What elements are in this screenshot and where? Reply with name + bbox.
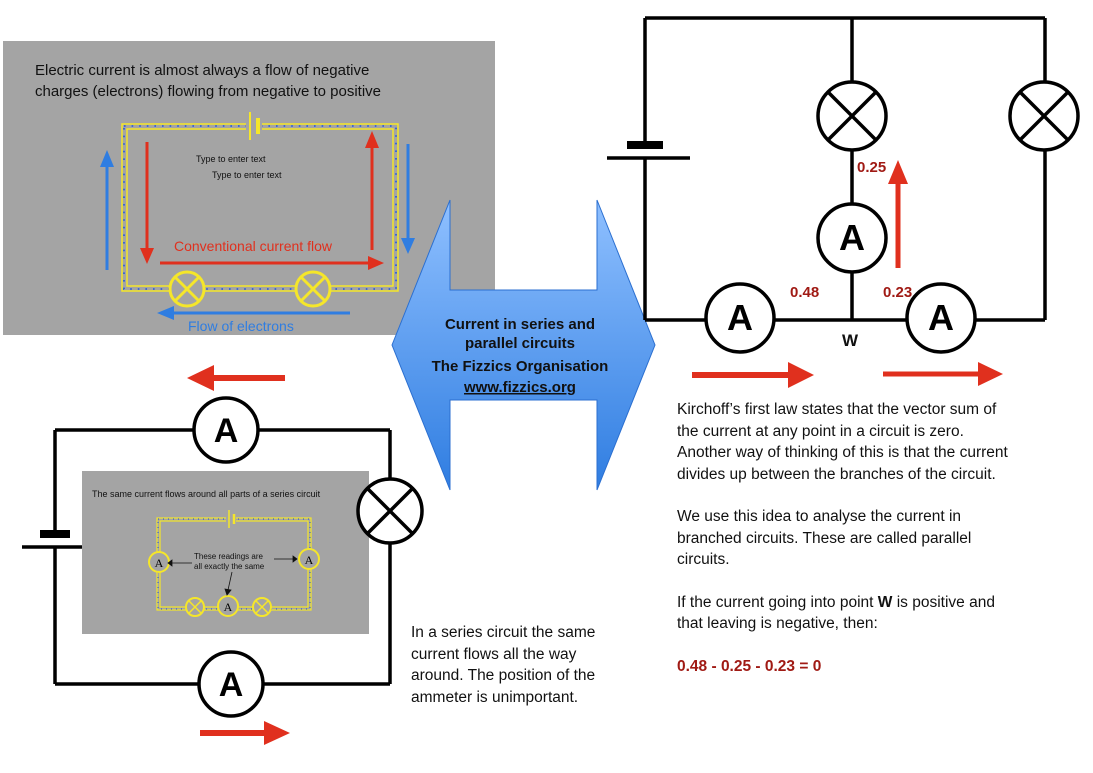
mini-bulb-icon bbox=[185, 597, 205, 617]
junction-label-w: W bbox=[842, 331, 859, 350]
electron-flow-label: Flow of electrons bbox=[188, 318, 294, 334]
placeholder-text-1: Type to enter text bbox=[196, 154, 266, 164]
svg-text:A: A bbox=[214, 412, 239, 450]
ammeter-icon: A bbox=[197, 650, 265, 718]
arrow-title-line2: parallel circuits bbox=[465, 335, 575, 352]
branch-current-arrow-right bbox=[883, 362, 1003, 386]
svg-text:A: A bbox=[219, 666, 244, 704]
kirchoff-paragraph-1: Kirchoff’s first law states that the vec… bbox=[677, 401, 1008, 483]
conventional-current-arrow-right bbox=[160, 256, 384, 270]
note-pointer-arrows bbox=[167, 555, 298, 596]
series-circuit: The same current flows around all parts … bbox=[22, 365, 424, 745]
svg-text:A: A bbox=[305, 553, 314, 567]
kirchoff-paragraph-3: If the current going into point W is pos… bbox=[677, 593, 995, 633]
reading-right: 0.23 bbox=[883, 284, 912, 301]
double-arrow-shape bbox=[391, 199, 656, 491]
parallel-wires bbox=[643, 16, 1047, 322]
series-explanation: In a series circuit the same current flo… bbox=[411, 624, 596, 706]
kirchoff-explanation: Kirchoff’s first law states that the vec… bbox=[677, 399, 1008, 677]
svg-text:A: A bbox=[839, 217, 865, 258]
reading-left: 0.48 bbox=[790, 284, 819, 301]
conventional-current-arrow-up bbox=[365, 131, 379, 250]
main-current-arrow-right bbox=[692, 362, 814, 388]
electron-flow-arrow-left bbox=[157, 306, 350, 320]
ammeter-icon: A bbox=[905, 282, 977, 354]
svg-text:A: A bbox=[155, 556, 164, 570]
ammeter-icon: A bbox=[816, 202, 888, 274]
conventional-current-label: Conventional current flow bbox=[174, 238, 333, 254]
note-line1: These readings are bbox=[194, 552, 263, 561]
reading-top: 0.25 bbox=[857, 159, 886, 176]
ammeter-icon: A bbox=[192, 396, 260, 464]
ammeter-icon: A bbox=[704, 282, 776, 354]
mini-ammeter-icon: A bbox=[148, 551, 170, 573]
bulb-icon bbox=[1008, 80, 1080, 152]
placeholder-text-2: Type to enter text bbox=[212, 170, 282, 180]
bulb-icon bbox=[356, 477, 424, 545]
panel-heading-line1: Electric current is almost always a flow… bbox=[35, 62, 369, 79]
arrow-org-name: The Fizzics Organisation bbox=[432, 358, 609, 375]
junction-w-bold: W bbox=[877, 593, 893, 611]
parallel-circuit: A A A 0.25 0.48 0.23 W bbox=[607, 16, 1080, 388]
electron-dots bbox=[123, 125, 397, 290]
electron-flow-arrow-down bbox=[401, 144, 415, 254]
mini-ammeter-icon: A bbox=[217, 595, 239, 617]
mini-bulb-icon bbox=[252, 597, 272, 617]
series-current-arrow-right bbox=[200, 721, 290, 745]
electron-flow-arrow-up bbox=[100, 150, 114, 270]
series-current-arrow-left bbox=[187, 365, 285, 391]
kirchoff-equation: 0.48 - 0.25 - 0.23 = 0 bbox=[677, 657, 822, 675]
panel-heading-line2: charges (electrons) flowing from negativ… bbox=[35, 83, 381, 100]
bulb-icon bbox=[168, 270, 206, 308]
mini-ammeter-icon: A bbox=[298, 548, 320, 570]
bulb-icon bbox=[816, 80, 888, 152]
center-double-arrow: Current in series and parallel circuits … bbox=[391, 199, 656, 491]
fizzics-link[interactable]: www.fizzics.org bbox=[463, 379, 576, 396]
svg-text:A: A bbox=[727, 297, 753, 338]
top-left-panel: Electric current is almost always a flow… bbox=[3, 41, 495, 335]
branch-current-arrow-up bbox=[888, 160, 908, 268]
svg-text:A: A bbox=[928, 297, 954, 338]
series-inner-panel: The same current flows around all parts … bbox=[82, 471, 369, 634]
conventional-current-arrow-down bbox=[140, 142, 154, 264]
bulb-icon bbox=[294, 270, 332, 308]
arrow-title-line1: Current in series and bbox=[445, 316, 595, 333]
svg-text:A: A bbox=[224, 600, 233, 614]
note-line2: all exactly the same bbox=[194, 562, 265, 571]
series-caption: The same current flows around all parts … bbox=[92, 489, 321, 499]
kirchoff-paragraph-2: We use this idea to analyse the current … bbox=[677, 508, 972, 568]
